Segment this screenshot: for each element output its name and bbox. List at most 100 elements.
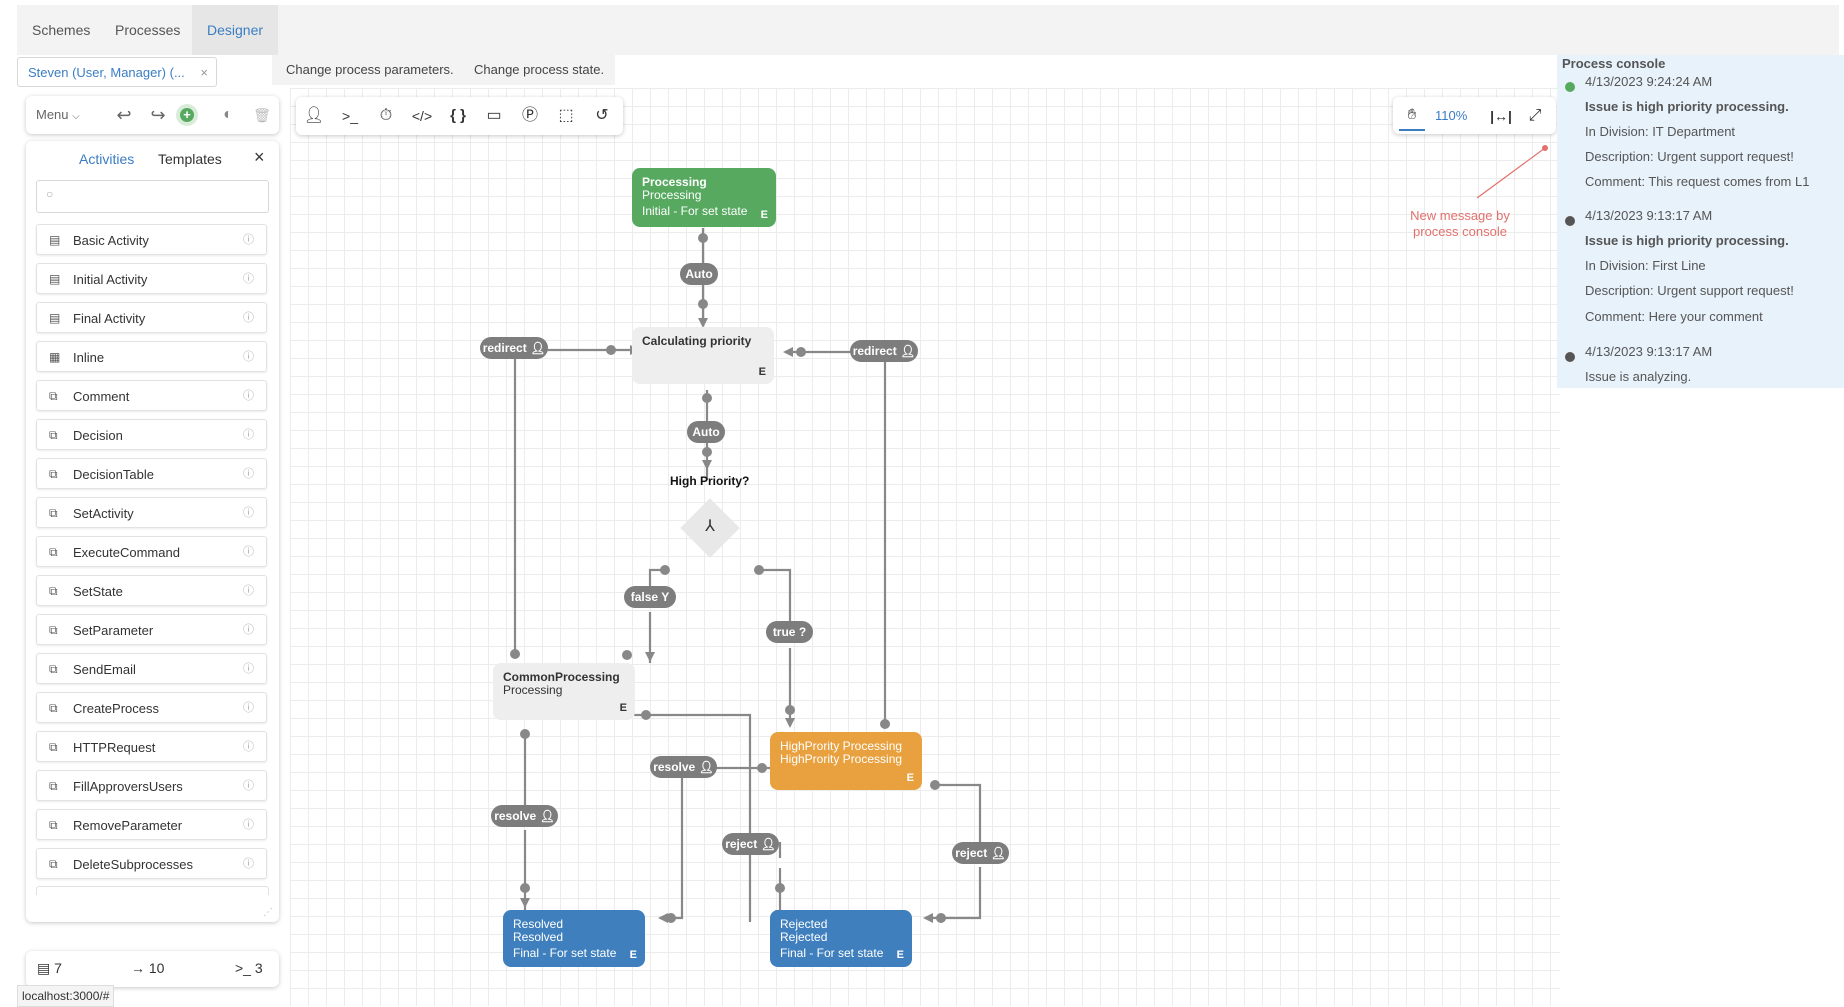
timer-icon[interactable]: ⏱︎ (379, 107, 393, 124)
node-calculating-priority[interactable]: Calculating priority E (632, 327, 774, 384)
info-icon[interactable]: ⓘ (243, 702, 254, 714)
tab-designer[interactable]: Designer (192, 5, 279, 55)
activity-icon: ⧉ (49, 428, 58, 442)
command-change-parameters[interactable]: Change process parameters. (286, 62, 454, 77)
tab-schemes[interactable]: Schemes (32, 22, 91, 38)
info-icon[interactable]: ⓘ (243, 858, 254, 870)
hand-icon[interactable]: ✋︎ (1399, 101, 1425, 131)
node-common-processing[interactable]: CommonProcessing Processing E (493, 663, 635, 720)
transition-redirect[interactable]: redirect 👤︎ (480, 337, 548, 359)
close-icon[interactable]: × (254, 147, 265, 167)
tab-activities[interactable]: Activities (79, 151, 135, 167)
node-title: Resolved (513, 917, 564, 931)
search-icon: ○ (46, 187, 54, 201)
resize-handle-icon[interactable]: ⋰ (263, 907, 273, 918)
activity-icon: ⧉ (49, 467, 58, 481)
transition-reject[interactable]: reject 👤︎ (952, 842, 1009, 864)
user-chip[interactable]: Steven (User, Manager) (... × (17, 57, 217, 87)
toggle-icon[interactable]: ◐ (223, 106, 233, 123)
zoom-level[interactable]: 110% (1435, 108, 1468, 123)
menu-button[interactable]: Menu ⌵ (36, 107, 80, 122)
info-icon[interactable]: ⓘ (243, 351, 254, 363)
fit-width-icon[interactable]: |↔| (1490, 108, 1512, 124)
redo-icon[interactable]: ↪ (150, 105, 166, 125)
transition-resolve[interactable]: resolve 👤︎ (650, 756, 717, 778)
parameter-icon[interactable]: Ⓟ (521, 107, 538, 124)
info-icon[interactable]: ⓘ (243, 546, 254, 558)
info-icon[interactable]: ⓘ (243, 507, 254, 519)
activity-icon: ⧉ (49, 584, 58, 598)
history-icon[interactable]: ↺ (595, 107, 609, 124)
fullscreen-icon[interactable]: ⤢ (1528, 107, 1542, 124)
tab-templates[interactable]: Templates (158, 151, 222, 167)
info-icon[interactable]: ⓘ (243, 312, 254, 324)
node-subtitle: Final - For set state (780, 946, 884, 960)
actor-icon[interactable]: 👤︎ (303, 107, 325, 124)
search-field[interactable] (63, 183, 262, 210)
transition-auto[interactable]: Auto (687, 421, 725, 443)
node-state: HighPrority Processing (780, 752, 903, 766)
plus-icon: + (180, 108, 194, 122)
designer-canvas[interactable] (290, 88, 1560, 1006)
node-subtitle: Initial - For set state (642, 204, 748, 218)
info-icon[interactable]: ⓘ (243, 624, 254, 636)
transition-reject[interactable]: reject 👤︎ (722, 833, 779, 855)
trash-icon[interactable]: 🗑︎ (253, 107, 271, 123)
info-icon[interactable]: ⓘ (243, 663, 254, 675)
activities-panel: Activities Templates × ○ ▤Basic Activity… (26, 141, 279, 922)
search-input[interactable]: ○ (36, 180, 269, 213)
activity-icon: ▤ (49, 233, 61, 247)
console-entry-time: 4/13/2023 9:24:24 AM (1585, 74, 1713, 89)
selection-icon[interactable]: ⬚ (558, 107, 574, 124)
transition-redirect[interactable]: redirect 👤︎ (850, 340, 918, 362)
close-icon[interactable]: × (200, 65, 208, 80)
info-icon[interactable]: ⓘ (243, 819, 254, 831)
otherwise-icon: Y (661, 590, 670, 604)
transition-resolve[interactable]: resolve 👤︎ (491, 805, 558, 827)
code-icon[interactable]: </> (411, 108, 433, 124)
terminal-icon[interactable]: >_ (342, 108, 358, 124)
info-icon[interactable]: ⓘ (243, 429, 254, 441)
console-entry-line: In Division: First Line (1585, 258, 1706, 273)
node-processing[interactable]: Processing Processing Initial - For set … (632, 168, 776, 227)
braces-icon[interactable]: { } (450, 107, 466, 124)
tab-processes[interactable]: Processes (115, 22, 181, 38)
command-change-state[interactable]: Change process state. (474, 62, 605, 77)
info-icon[interactable]: ⓘ (243, 741, 254, 753)
node-resolved[interactable]: Resolved Resolved Final - For set state … (503, 910, 645, 967)
node-rejected[interactable]: Rejected Rejected Final - For set state … (770, 910, 912, 967)
arrow-right-icon: → (131, 960, 145, 976)
console-entry-time: 4/13/2023 9:13:17 AM (1585, 208, 1713, 223)
info-icon[interactable]: ⓘ (243, 390, 254, 402)
transition-false[interactable]: false Y (624, 586, 676, 608)
comment-icon[interactable]: ▭ (486, 107, 502, 124)
info-icon[interactable]: ⓘ (243, 585, 254, 597)
info-icon[interactable]: ⓘ (243, 468, 254, 480)
add-activity-button[interactable]: + (176, 104, 198, 126)
user-icon: 👤︎ (760, 837, 776, 851)
info-icon[interactable]: ⓘ (243, 273, 254, 285)
undo-icon[interactable]: ↩ (116, 105, 132, 125)
transition-true[interactable]: true ? (766, 621, 813, 643)
info-icon[interactable]: ⓘ (243, 234, 254, 246)
transition-auto[interactable]: Auto (680, 263, 718, 285)
info-icon[interactable]: ⓘ (243, 780, 254, 792)
node-high-priority-processing[interactable]: HighPrority Processing HighPrority Proce… (770, 732, 922, 790)
